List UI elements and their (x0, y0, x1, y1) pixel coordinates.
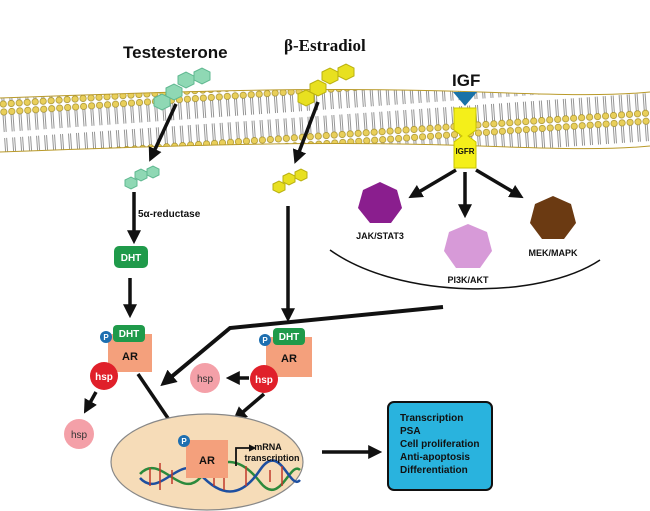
hsp-icon-left (90, 362, 118, 390)
estradiol-label: β-Estradiol (284, 36, 366, 55)
phospho-icon-right (259, 334, 271, 346)
nucleus-ar-box (186, 440, 228, 478)
dht-label-right: DHT (279, 332, 300, 343)
ar-complex-right: AR DHT P hsp (250, 328, 312, 393)
testosterone-intracellular-icon (124, 165, 160, 190)
outcomes-box (387, 401, 493, 491)
nucleus-phospho-icon (178, 435, 190, 447)
transcription-label: transcription (244, 453, 299, 463)
reductase-label: 5α-reductase (138, 209, 201, 220)
hsp-label-left: hsp (95, 372, 113, 383)
phospho-icon-left (100, 331, 112, 343)
testosterone-molecule-icon (153, 67, 211, 111)
outcome-item: Transcription (400, 413, 463, 424)
hsp-free-icon-right (190, 363, 220, 393)
igfr-label: IGFR (455, 147, 474, 156)
estradiol-intracellular-icon (272, 168, 308, 194)
mrna-label: mRNA (254, 442, 282, 452)
mek-mapk-heptagon-icon (530, 196, 576, 239)
hsp-label-right: hsp (255, 375, 273, 386)
dht-label-left: DHT (119, 329, 140, 340)
outcome-item: PSA (400, 426, 421, 437)
outcome-item: Differentiation (400, 465, 468, 476)
nucleus-p-label: P (181, 437, 187, 446)
pi3k-akt-heptagon-icon (444, 224, 492, 268)
ar-label-right: AR (281, 353, 297, 365)
pi3k-akt-label: PI3K/AKT (447, 275, 489, 285)
p-label-right: P (262, 336, 268, 345)
cell-membrane (0, 89, 650, 153)
ar-complex-left: AR DHT P hsp (90, 325, 152, 390)
outcome-item: Cell proliferation (400, 439, 479, 450)
estradiol-molecule-icon (297, 63, 355, 107)
mek-mapk-label: MEK/MAPK (529, 248, 578, 258)
igfr-receptor: IGFR (453, 107, 477, 169)
hsp-free-label-right: hsp (197, 374, 214, 385)
dht-box-left (113, 325, 145, 342)
outcomes-list: Transcription PSA Cell proliferation Ant… (400, 413, 479, 476)
jak-stat3-heptagon-icon (358, 182, 402, 223)
hsp-icon-right (250, 365, 278, 393)
p-label-left: P (103, 333, 109, 342)
jak-stat3-label: JAK/STAT3 (356, 231, 404, 241)
hsp-free-label-left: hsp (71, 430, 88, 441)
hsp-free-icon-left (64, 419, 94, 449)
nucleus-ar-label: AR (199, 455, 215, 467)
ar-label-left: AR (122, 351, 138, 363)
igf-ligand-icon (453, 92, 477, 106)
transcription-start-arrow-icon (235, 444, 257, 466)
igf-label: IGF (452, 71, 480, 90)
dht-box (114, 246, 148, 268)
cascade-bracket (329, 249, 601, 290)
outcome-item: Anti-apoptosis (400, 452, 470, 463)
dht-box-right (273, 328, 305, 345)
testosterone-label: Testesterone (123, 43, 228, 62)
dht-label: DHT (121, 253, 142, 264)
